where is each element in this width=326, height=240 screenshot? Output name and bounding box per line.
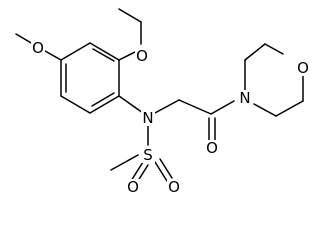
- atom-label-o-ortho: O: [136, 47, 148, 65]
- atom-label-o-morpholine: O: [297, 59, 309, 77]
- bond: [130, 161, 144, 182]
- bond: [92, 48, 115, 62]
- bond: [91, 92, 115, 107]
- atom-s-sulfonyl: S: [141, 146, 155, 164]
- atom-labels: O O N O N O S O: [31, 39, 310, 196]
- structure-diagram: O O N O N O S O: [15, 8, 310, 196]
- bond: [60, 95, 91, 114]
- bond: [244, 43, 266, 61]
- atom-o-morpholine: O: [296, 59, 310, 77]
- bond: [89, 42, 120, 61]
- atom-o-para: O: [31, 39, 45, 57]
- atom-o-sulfonyl-left: O: [126, 178, 140, 196]
- bond: [178, 99, 212, 115]
- atom-o-sulfonyl-right: O: [167, 178, 181, 196]
- atom-label-n-morpholine: N: [239, 89, 250, 107]
- bond: [118, 8, 142, 23]
- bond: [159, 158, 173, 179]
- bond: [275, 100, 304, 117]
- bonds: [15, 8, 304, 185]
- atom-label-o-carbonyl: O: [206, 139, 218, 157]
- bond: [60, 42, 91, 61]
- bond: [110, 154, 139, 171]
- bond: [89, 95, 120, 114]
- atom-label-o-sulfonyl-left: O: [127, 178, 139, 196]
- atom-n-morpholine: N: [238, 89, 252, 107]
- atom-label-o-para: O: [32, 39, 44, 57]
- atom-o-carbonyl: O: [205, 139, 219, 157]
- atom-n-sulfonamide: N: [141, 109, 155, 127]
- atom-o-ortho: O: [135, 47, 149, 65]
- bond: [210, 100, 235, 115]
- bond: [152, 99, 180, 115]
- atom-label-o-sulfonyl-right: O: [168, 178, 180, 196]
- bond: [253, 103, 277, 117]
- bond: [264, 43, 284, 55]
- atom-label-s-sulfonyl: S: [143, 146, 153, 164]
- atom-label-n-sulfonamide: N: [142, 109, 153, 127]
- bond: [154, 161, 168, 182]
- bond: [118, 95, 144, 114]
